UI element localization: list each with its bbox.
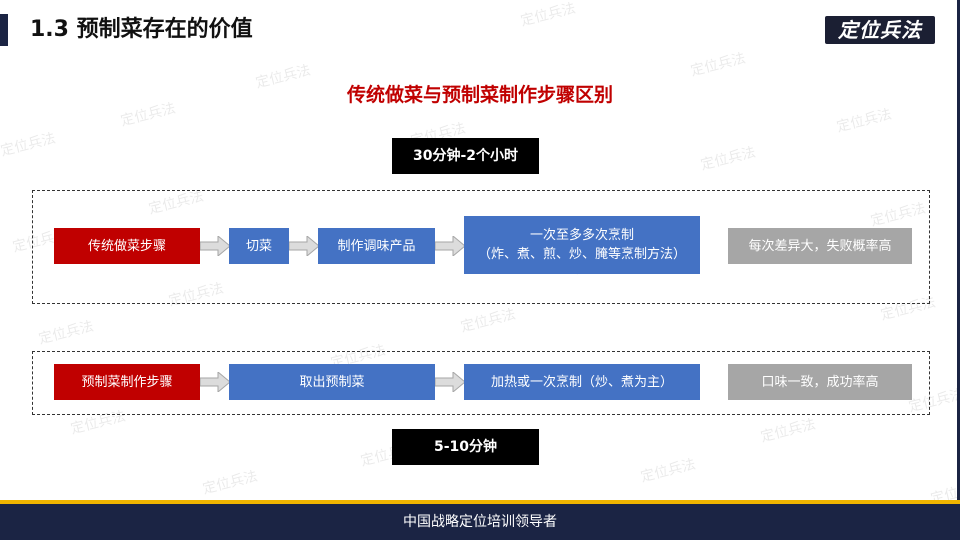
watermark: 定位兵法: [835, 106, 894, 136]
diagram-title: 传统做菜与预制菜制作步骤区别: [346, 84, 613, 106]
prepared-label: 预制菜制作步骤: [54, 364, 200, 400]
arrow-right-icon: [200, 372, 230, 392]
watermark: 定位兵法: [759, 416, 818, 446]
arrow-right-icon: [435, 236, 465, 256]
prepared-time-badge: 5-10分钟: [392, 429, 539, 465]
traditional-process-frame: [32, 190, 930, 304]
arrow-right-icon: [289, 236, 319, 256]
prepared-result: 口味一致，成功率高: [728, 364, 912, 400]
traditional-time-badge: 30分钟-2个小时: [392, 138, 539, 174]
arrow-right-icon: [200, 236, 230, 256]
prepared-step-take-out: 取出预制菜: [229, 364, 435, 400]
brand-logo: 定位兵法: [825, 16, 935, 44]
arrow-right-icon: [435, 372, 465, 392]
traditional-step-cut: 切菜: [229, 228, 289, 264]
page-title: 1.3 预制菜存在的价值: [30, 17, 253, 42]
watermark: 定位兵法: [459, 306, 518, 336]
prepared-process-frame: [32, 351, 930, 415]
footer-bar: [0, 504, 960, 540]
cooking-step-line-2: （炸、煮、煎、炒、腌等烹制方法）: [477, 247, 686, 262]
traditional-label: 传统做菜步骤: [54, 228, 200, 264]
watermark: 定位兵法: [37, 318, 96, 348]
cooking-step-line-1: 一次至多多次烹制: [529, 228, 634, 243]
watermark: 定位兵法: [0, 130, 58, 160]
traditional-step-seasoning: 制作调味产品: [318, 228, 435, 264]
prepared-step-heat: 加热或一次烹制（炒、煮为主）: [464, 364, 700, 400]
watermark: 定位兵法: [639, 456, 698, 486]
watermark: 定位兵法: [201, 468, 260, 498]
traditional-step-cooking: 一次至多多次烹制 （炸、煮、煎、炒、腌等烹制方法）: [464, 216, 700, 274]
watermark: 定位兵法: [519, 0, 578, 30]
footer-slogan: 中国战略定位培训领导者: [403, 514, 557, 530]
watermark: 定位兵法: [689, 50, 748, 80]
title-accent-bar: [0, 14, 8, 46]
right-edge-bar: [957, 0, 960, 500]
watermark: 定位兵法: [699, 144, 758, 174]
footer-accent-line: [0, 500, 960, 504]
traditional-result: 每次差异大，失败概率高: [728, 228, 912, 264]
